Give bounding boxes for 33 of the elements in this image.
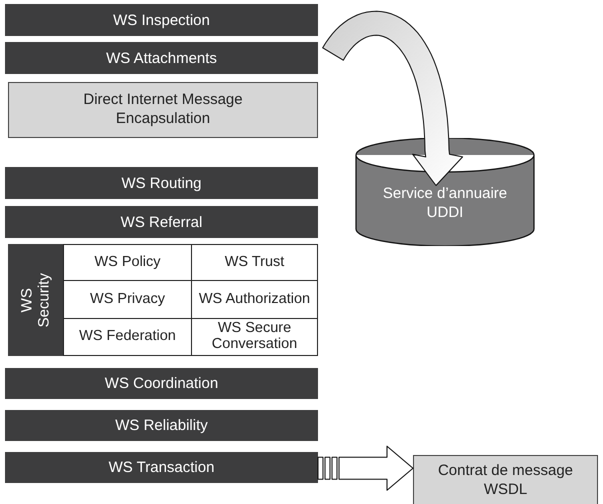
- layer-label: WS Routing: [121, 174, 202, 192]
- layer-label: WS Inspection: [113, 12, 210, 28]
- contract-label: Contrat de message WSDL: [436, 460, 574, 500]
- layer-label: WS Transaction: [108, 459, 214, 476]
- layer-bar: [5, 368, 318, 399]
- layer-bar: [5, 452, 318, 483]
- registry-label: Service d’annuaire UDDI: [382, 184, 508, 222]
- curved-block-arrow: [322, 10, 464, 186]
- layer-label: Direct Internet Message Encapsulation: [82, 91, 244, 129]
- security-label: WS Security: [18, 272, 53, 328]
- layer-label: WS Coordination: [104, 375, 218, 392]
- cell-label: WS Privacy: [90, 292, 165, 308]
- block-arrow: [318, 446, 414, 491]
- contract-box: [413, 455, 598, 504]
- cell-label: WS Policy: [94, 254, 161, 270]
- grid-cell: [191, 318, 318, 356]
- grid-cell: [63, 244, 192, 281]
- security-band: [8, 244, 63, 356]
- layer-label: WS Referral: [120, 214, 202, 230]
- grid-cell: [191, 244, 318, 281]
- cell-label: WS Secure Conversation: [210, 321, 298, 353]
- grid-cell: [63, 318, 192, 356]
- layer-bar: [5, 42, 318, 74]
- cell-label: WS Federation: [79, 329, 176, 345]
- layer-label: WS Attachments: [106, 50, 217, 66]
- layer-bar: [5, 410, 318, 441]
- cell-label: WS Trust: [224, 254, 284, 270]
- cell-label: WS Authorization: [198, 292, 310, 308]
- layer-bar: [5, 206, 318, 238]
- layer-label: WS Reliability: [115, 417, 208, 434]
- layer-bar: [5, 4, 318, 36]
- layer-box: [8, 82, 318, 138]
- layer-bar: [5, 167, 318, 199]
